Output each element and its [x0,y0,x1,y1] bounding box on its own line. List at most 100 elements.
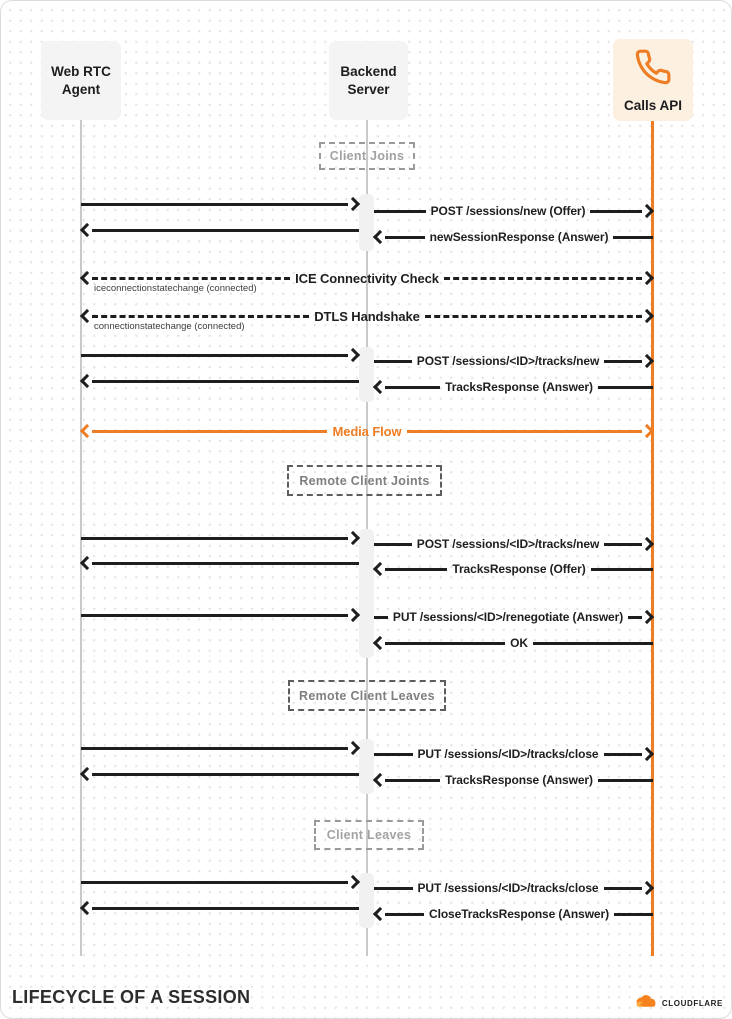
arrow-line [385,235,425,239]
message-label: PUT /sessions/<ID>/tracks/close [417,881,599,895]
arrow-line [590,209,642,213]
cloudflare-logo: CLOUDFLARE [633,994,723,1013]
message-arrow: TracksResponse (Answer) [372,379,654,395]
actor-backend-server: Backend Server [329,41,408,120]
message-label: TracksResponse (Offer) [452,562,586,576]
arrow-line [604,359,643,363]
arrow-line [385,778,441,782]
arrow-line [597,778,654,782]
message-arrow: POST /sessions/<ID>/tracks/new [374,353,655,369]
event-callback-label: connectionstatechange (connected) [94,321,245,332]
event-callback-label: iceconnectionstatechange (connected) [94,283,257,294]
message-arrow [79,766,359,782]
arrow-line [92,228,359,232]
arrow-line [385,567,448,571]
arrow-line [81,353,348,357]
arrow-line [613,235,653,239]
arrow-line [374,359,412,363]
message-arrow [79,373,359,389]
message-arrow [81,196,361,212]
actor-label: Calls API [623,97,683,113]
arrow-line [374,209,426,213]
arrow-line [92,314,310,318]
message-label: PUT /sessions/<ID>/tracks/close [417,747,599,761]
lifeline-calls-api [651,121,654,956]
message-arrow [79,222,359,238]
arrow-line [374,542,412,546]
arrow-line [92,429,328,433]
activation-bar [359,873,374,928]
message-arrow [81,740,361,756]
actor-calls-api: Calls API [613,39,693,121]
arrow-line [385,912,425,916]
message-label: DTLS Handshake [314,308,420,324]
section-label: Client Joins [319,142,415,170]
arrow-line [443,276,643,280]
message-arrow: POST /sessions/new (Offer) [374,203,655,219]
message-label: POST /sessions/<ID>/tracks/new [416,537,600,551]
arrow-line [424,314,643,318]
arrow-line [613,912,653,916]
message-arrow: newSessionResponse (Answer) [372,229,653,245]
arrow-line [92,561,359,565]
arrow-line [385,641,506,645]
actor-label-line1: Backend [340,63,397,79]
arrow-line [597,385,654,389]
message-label: ICE Connectivity Check [295,270,439,286]
arrow-line [374,886,413,890]
message-arrow: CloseTracksResponse (Answer) [372,906,653,922]
arrow-line [374,752,413,756]
message-arrow: POST /sessions/<ID>/tracks/new [374,536,655,552]
message-arrow [79,555,359,571]
message-arrow: PUT /sessions/<ID>/tracks/close [374,880,655,896]
message-label: newSessionResponse (Answer) [429,230,609,244]
message-arrow: OK [372,635,653,651]
arrow-line [81,880,348,884]
arrow-line [590,567,653,571]
message-arrow: DTLS Handshake connectionstatechange (con… [79,308,655,332]
activation-bar [359,529,374,658]
message-label: CloseTracksResponse (Answer) [429,907,609,921]
message-arrow [81,607,361,623]
message-arrow: PUT /sessions/<ID>/renegotiate (Answer) [374,609,655,625]
message-label: OK [510,636,528,650]
message-arrow: Media Flow [79,423,655,439]
arrow-line [406,429,642,433]
activation-bar [359,347,374,402]
arrow-line [92,379,359,383]
arrow-line [92,906,359,910]
message-label: TracksResponse (Answer) [445,773,593,787]
arrow-line [604,542,643,546]
arrow-line [385,385,441,389]
section-label: Client Leaves [314,820,424,850]
activation-bar [359,194,374,251]
arrow-line [92,772,359,776]
arrow-line [81,536,348,540]
message-label: POST /sessions/new (Offer) [430,204,586,218]
section-label: Remote Client Leaves [288,680,446,711]
message-arrow: ICE Connectivity Check iceconnectionstate… [79,270,655,294]
page-title: LIFECYCLE OF A SESSION [12,987,251,1007]
message-arrow [79,900,359,916]
actor-label-line1: Web RTC [51,63,111,79]
arrow-line [628,615,643,619]
actor-label-line2: Agent [61,81,101,97]
arrow-line [81,202,348,206]
cloudflare-cloud-icon [633,994,659,1013]
actor-webrtc-agent: Web RTC Agent [41,41,121,120]
section-label: Remote Client Joints [287,465,442,496]
message-arrow [81,347,361,363]
phone-icon [634,48,672,91]
message-arrow [81,530,361,546]
actor-label-line2: Server [347,81,390,97]
message-label: TracksResponse (Answer) [445,380,593,394]
arrow-line [532,641,653,645]
message-label: PUT /sessions/<ID>/renegotiate (Answer) [392,610,624,624]
message-label: POST /sessions/<ID>/tracks/new [416,354,600,368]
cloudflare-wordmark: CLOUDFLARE [661,999,723,1008]
arrow-line [81,613,348,617]
message-arrow [81,874,361,890]
arrow-line [81,746,348,750]
message-arrow: TracksResponse (Answer) [372,772,654,788]
